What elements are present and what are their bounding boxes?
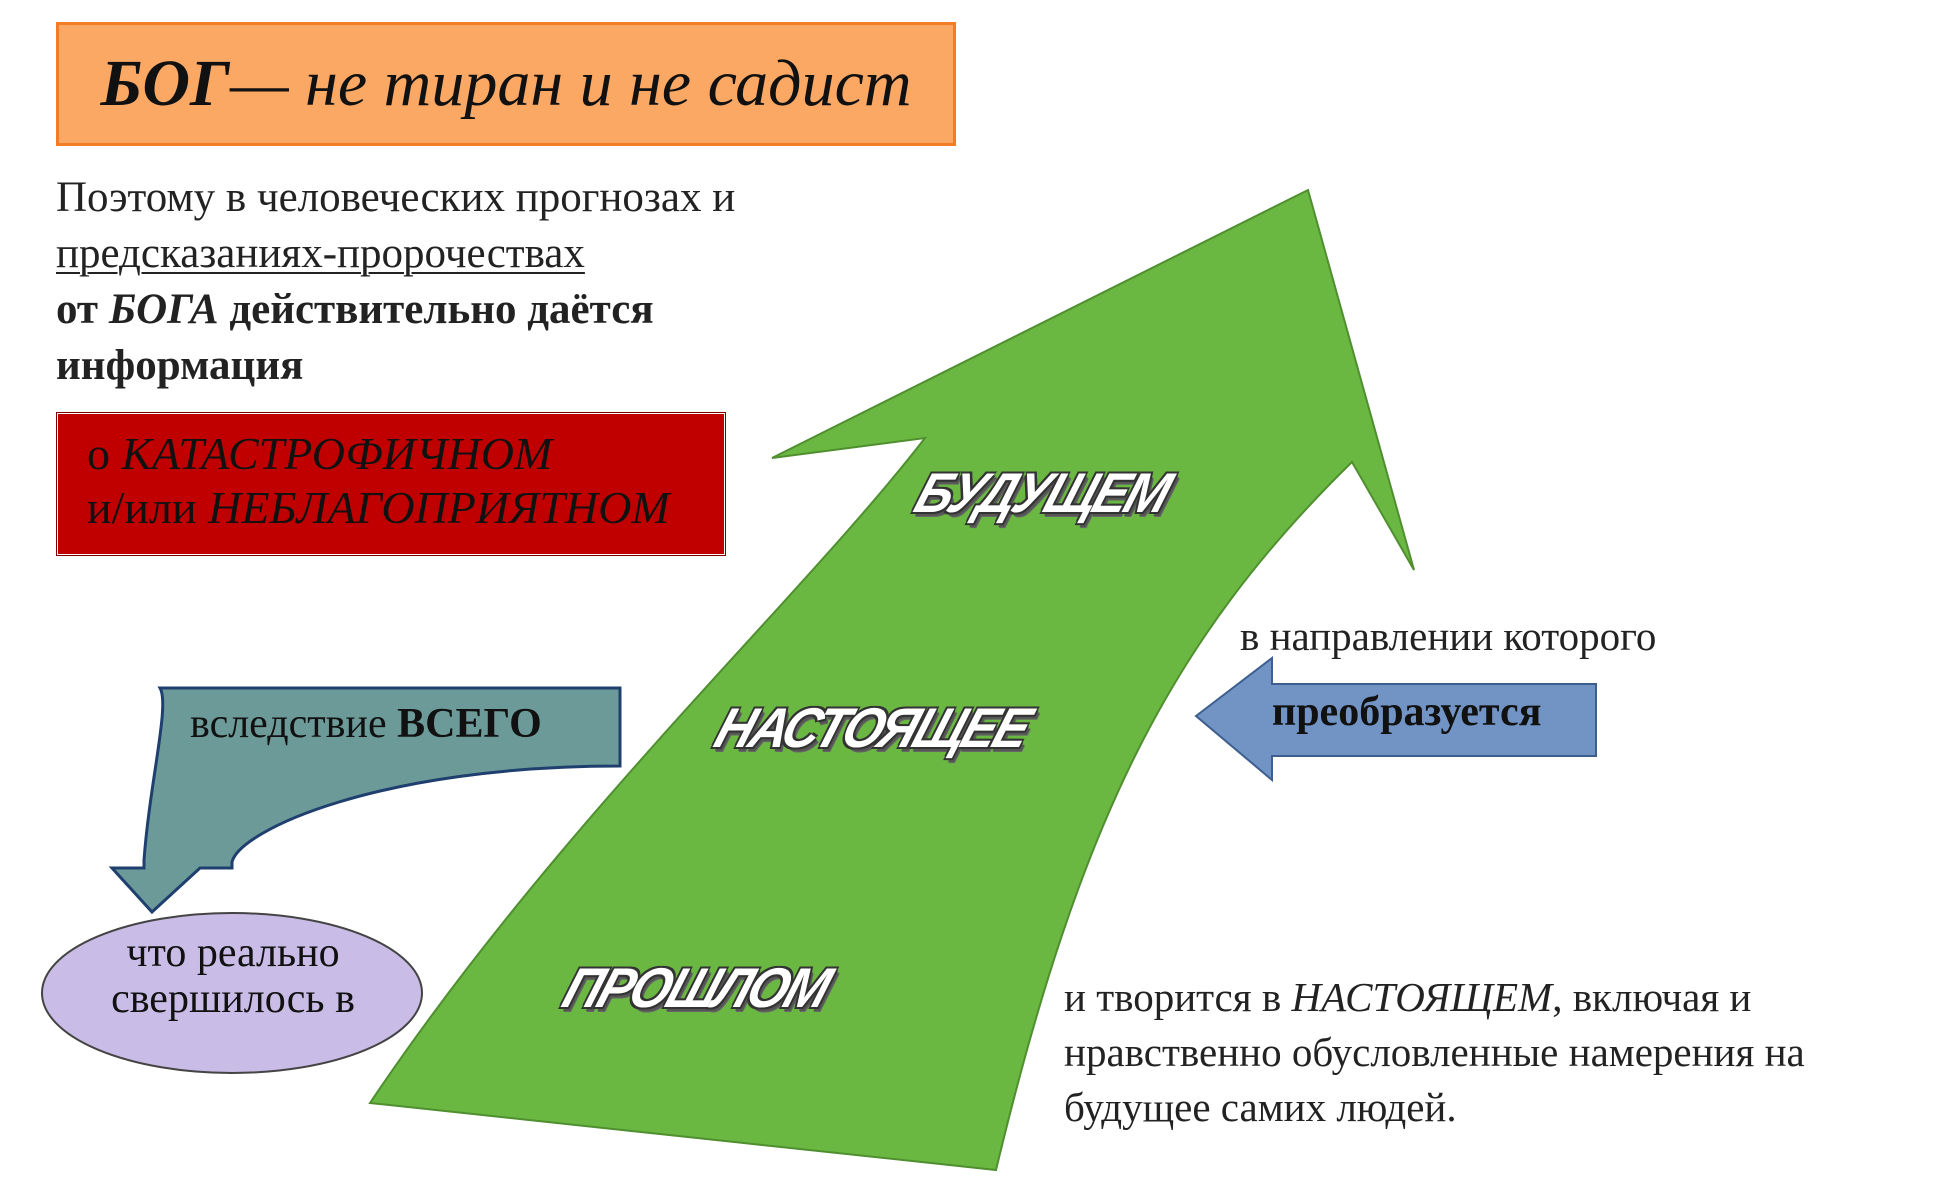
intro-line-3-end: действительно даётся: [218, 286, 654, 333]
ellipse-line-1: что реально: [126, 930, 340, 976]
intro-line-3-god: БОГА: [108, 286, 219, 333]
title-box: БОГ — не тиран и не садист: [56, 22, 956, 146]
bottom-text: и творится в НАСТОЯЩЕМ, включая и нравст…: [1064, 970, 1934, 1135]
red-box-line-1: о КАТАСТРОФИЧНОМ: [87, 427, 725, 481]
intro-line-2: предсказаниях-пророчествах: [56, 230, 585, 277]
lavender-ellipse: [41, 912, 423, 1074]
arrow-word-past: ПРОШЛОМ: [555, 956, 838, 1019]
teal-curved-arrow: [108, 686, 622, 915]
intro-line-1: Поэтому в человеческих прогнозах и: [56, 174, 736, 221]
because-label: вследствие ВСЕГО: [190, 700, 542, 748]
title-god: БОГ: [100, 47, 230, 120]
red-box-catastrophic: КАТАСТРОФИЧНОМ: [121, 428, 553, 479]
ellipse-text: что реально свершилось в: [48, 930, 418, 1022]
red-box-unfavorable: НЕБЛАГОПРИЯТНОМ: [208, 482, 670, 533]
red-box-line-2: и/или НЕБЛАГОПРИЯТНОМ: [87, 481, 725, 535]
intro-line-3: от БОГА действительно даётся: [56, 282, 856, 338]
because-prefix: вследствие: [190, 701, 398, 747]
intro-line-4: информация: [56, 342, 304, 389]
intro-text: Поэтому в человеческих прогнозах и предс…: [56, 170, 856, 394]
red-box-prefix-1: о: [87, 428, 122, 479]
bottom-text-rest: , включая и нравственно обусловленные на…: [1064, 974, 1805, 1130]
transform-label: преобразуется: [1272, 689, 1542, 735]
title-rest: — не тиран и не садист: [229, 47, 912, 120]
blue-left-arrow: [1194, 655, 1597, 783]
red-box: о КАТАСТРОФИЧНОМ и/или НЕБЛАГОПРИЯТНОМ: [56, 412, 726, 556]
direction-text: в направлении которого: [1240, 613, 1657, 659]
ellipse-line-2: свершилось в: [111, 976, 355, 1022]
because-all: ВСЕГО: [397, 701, 542, 747]
bottom-text-prefix: и творится в: [1064, 974, 1292, 1020]
red-box-prefix-2: и/или: [87, 482, 209, 533]
arrow-word-present: НАСТОЯЩЕЕ: [707, 696, 1038, 759]
arrow-word-future: БУДУЩЕМ: [907, 461, 1178, 524]
big-green-arrow: [368, 188, 1415, 1172]
bottom-text-present: НАСТОЯЩЕМ: [1291, 974, 1553, 1020]
intro-line-3-start: от: [56, 286, 109, 333]
